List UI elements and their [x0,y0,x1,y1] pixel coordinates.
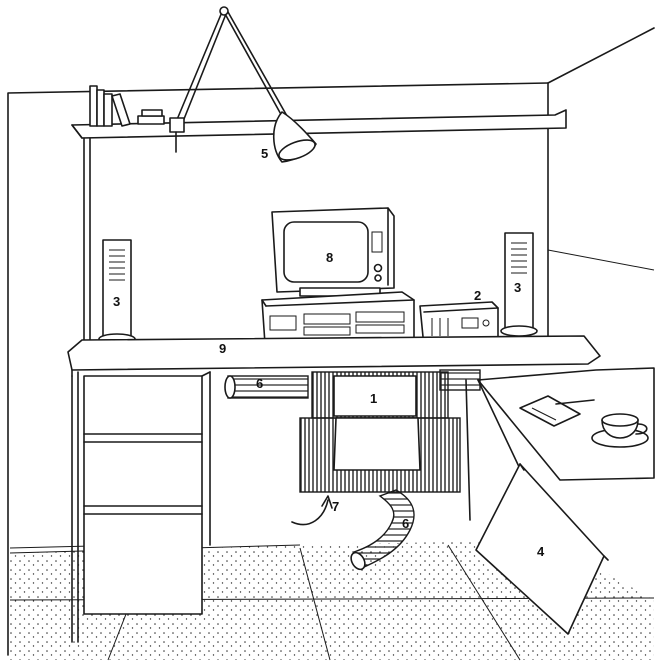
label-speaker-right: 3 [514,280,521,295]
speaker-left [99,240,135,344]
duct-left [225,376,308,398]
label-speaker-left: 3 [113,294,120,309]
label-monitor: 8 [326,250,333,265]
label-desk-top: 9 [219,341,226,356]
label-inlet: 7 [332,499,339,514]
inlet-arrow [292,496,332,525]
desk-lamp [170,7,318,164]
cable [466,380,470,520]
books [90,86,164,126]
label-duct-lower: 6 [402,516,409,531]
heat-exchanger-unit [300,372,460,492]
desk-top [68,336,600,376]
drawer-cabinet [72,372,210,642]
label-device-box: 2 [474,288,481,303]
label-duct-left: 6 [256,376,263,391]
label-lamp: 5 [261,146,268,161]
label-panel: 4 [537,544,545,559]
computer-case [262,292,414,344]
label-heat-exchanger: 1 [370,391,377,406]
